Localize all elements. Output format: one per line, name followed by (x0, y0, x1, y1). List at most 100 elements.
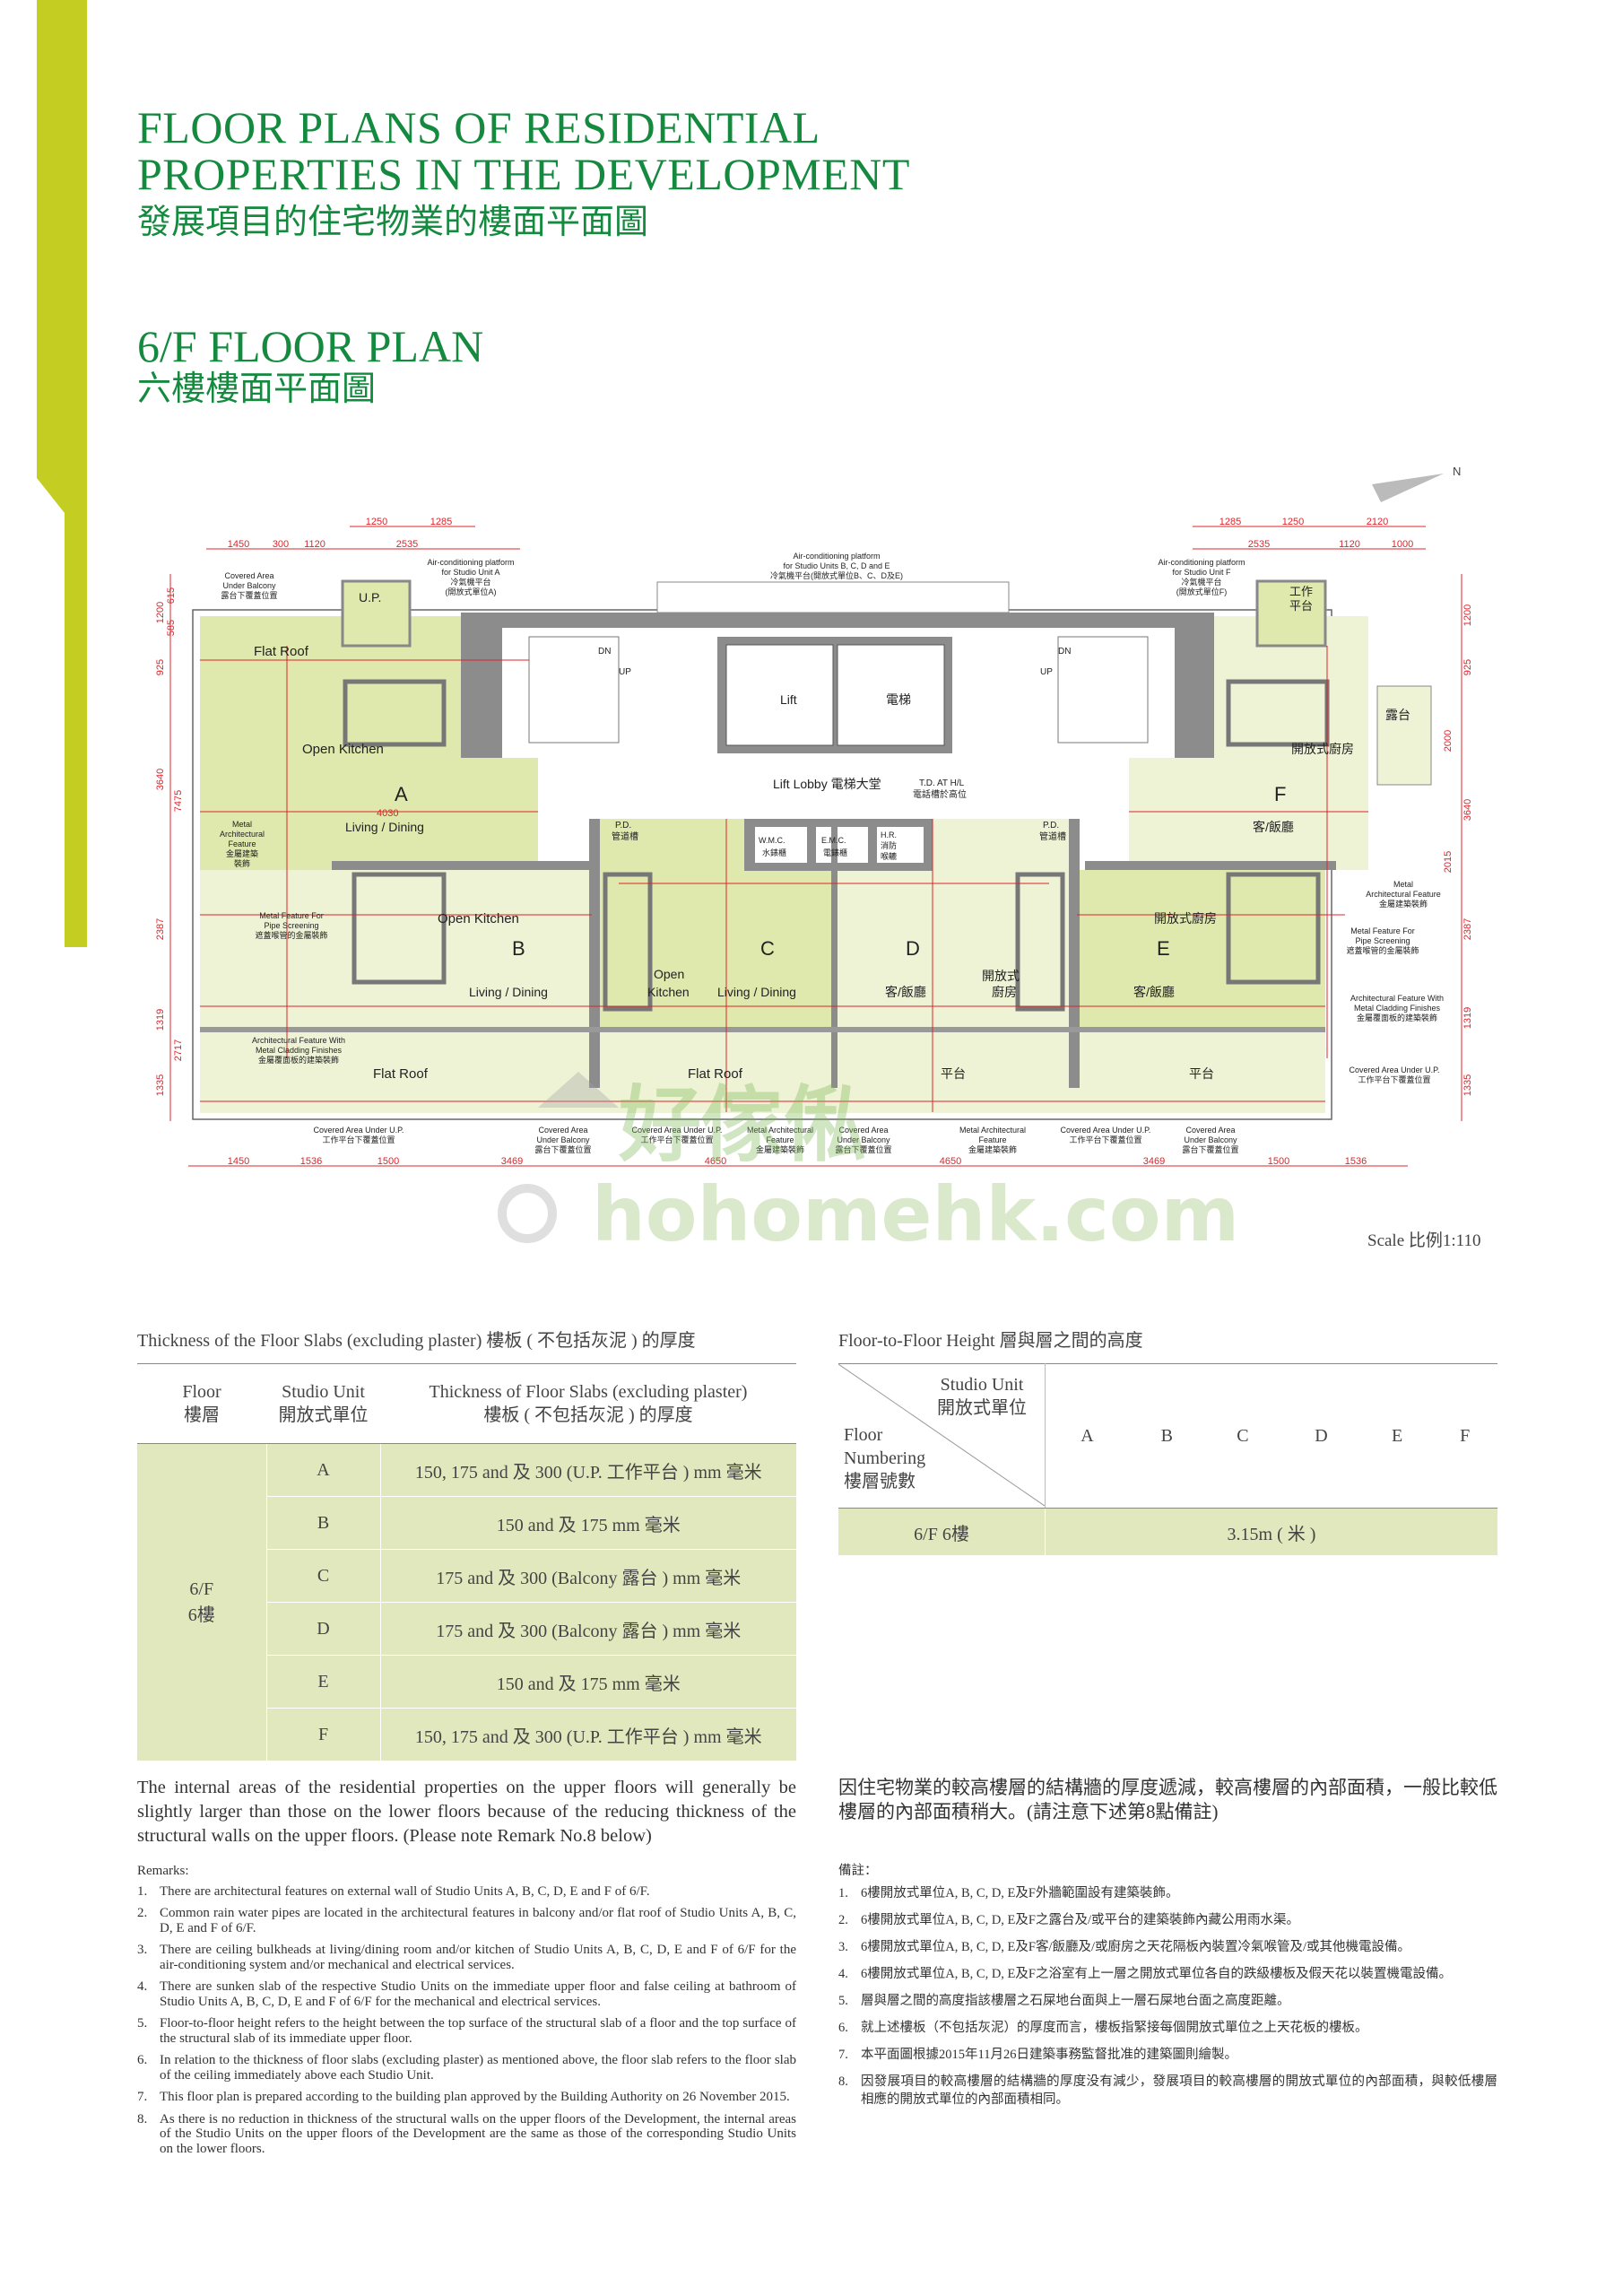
room-label: P.D. (1043, 821, 1059, 831)
remark-number: 8. (137, 2111, 148, 2126)
unit-header: C (1204, 1363, 1281, 1509)
dimension-label: 1536 (1345, 1156, 1367, 1167)
remark-item: 2.6樓開放式單位A, B, C, D, E及F之露台及/或平台的建築裝飾內藏公… (838, 1911, 1497, 1929)
room-label: 客/飯廳 (1133, 985, 1175, 999)
remarks-title-zh: 備註： (838, 1864, 878, 1878)
dimension-label: 4650 (940, 1156, 961, 1167)
remark-item: 7.This floor plan is prepared according … (137, 2090, 796, 2105)
north-arrow-icon (1372, 474, 1444, 502)
plan-annotation: Under Balcony (837, 1135, 890, 1144)
scale-label: Scale 比例1:110 (1367, 1231, 1481, 1250)
dimension-label: 2535 (1248, 539, 1270, 550)
bathroom-c (603, 872, 653, 1012)
remark-item: 3.6樓開放式單位A, B, C, D, E及F客/飯廳及/或廚房之天花隔板內裝… (838, 1938, 1497, 1956)
plan-annotation: for Studio Unit A (441, 568, 499, 577)
room-label: 消防 (881, 840, 897, 850)
plan-annotation: Architectural (220, 830, 265, 839)
plan-annotation: 露台下覆蓋位置 (835, 1144, 891, 1154)
plan-annotation: 遮蓋喉管的金屬裝飾 (255, 930, 327, 940)
room-label: 開放式廚房 (1154, 911, 1217, 926)
remark-text: There are architectural features on exte… (160, 1883, 650, 1899)
remark-item: 5.層與層之間的高度指該樓層之石屎地台面與上一層石屎地台面之高度距離。 (838, 1992, 1497, 2010)
diagonal-divider (838, 1364, 1045, 1506)
balcony-f (1376, 685, 1432, 786)
thickness-cell: 150 and 及 175 mm 毫米 (380, 1496, 796, 1550)
height-table-caption: Floor-to-Floor Height 層與層之間的高度 (838, 1331, 1143, 1351)
unit-cell: A (266, 1443, 381, 1497)
remark-number: 3. (838, 1939, 848, 1954)
watermark-house-icon (538, 1072, 619, 1108)
dimension-label: 1200 (155, 602, 166, 623)
plan-annotation: 金屬覆面板的建築裝飾 (1357, 1013, 1437, 1022)
plan-annotation: Covered Area (1185, 1126, 1235, 1135)
room-label: Flat Roof (688, 1066, 743, 1082)
utility-platform-f (1255, 579, 1327, 648)
remark-number: 1. (838, 1885, 848, 1900)
room-label: E (1157, 937, 1170, 960)
room-label: Open Kitchen (302, 742, 384, 757)
header-floor-en: Floor (182, 1382, 221, 1402)
wall-e-f (1085, 861, 1336, 870)
remark-item: 8.因發展項目的較高樓層的結構牆的厚度没有減少，發展項目的較高樓層的開放式單位的… (838, 2073, 1497, 2109)
north-label: N (1453, 466, 1461, 478)
dimension-label: 2120 (1367, 517, 1388, 527)
plan-annotation: Architectural Feature With (1350, 994, 1444, 1003)
remark-number: 8. (838, 2074, 848, 2089)
header-thickness-en: Thickness of Floor Slabs (excluding plas… (429, 1382, 748, 1402)
room-label: 平台 (1289, 599, 1313, 613)
remark-text: Common rain water pipes are located in t… (160, 1906, 796, 1935)
unit-header: D (1280, 1363, 1362, 1509)
remarks-title: Remarks: (137, 1864, 189, 1878)
remark-item: 3.There are ceiling bulkheads at living/… (137, 1943, 796, 1972)
plan-annotation: 露台下覆蓋位置 (1182, 1144, 1238, 1154)
room-label: 客/飯廳 (1253, 820, 1294, 834)
dimension-label: 925 (1462, 659, 1473, 675)
dimension-label: 1285 (430, 517, 452, 527)
plan-annotation: Feature (228, 839, 256, 848)
remark-number: 4. (137, 1979, 148, 1994)
room-label: 管道槽 (1039, 831, 1066, 842)
room-label: Lift (780, 692, 797, 707)
room-label: 水錶櫃 (762, 848, 786, 857)
plan-annotation: 金屬覆面板的建築裝飾 (258, 1055, 339, 1065)
header-unit-zh: 開放式單位 (278, 1405, 369, 1425)
plan-annotation: Metal Cladding Finishes (256, 1046, 343, 1055)
hr-room (877, 827, 924, 863)
thickness-cell: 150, 175 and 及 300 (U.P. 工作平台 ) mm 毫米 (380, 1708, 796, 1761)
lift-1 (725, 644, 834, 746)
room-label: 平台 (941, 1066, 966, 1081)
unit-cell: C (266, 1549, 381, 1603)
remark-text: This floor plan is prepared according to… (160, 2090, 790, 2104)
thickness-cell: 150, 175 and 及 300 (U.P. 工作平台 ) mm 毫米 (380, 1443, 796, 1497)
remark-number: 2. (137, 1906, 148, 1920)
plan-annotation: 冷氣機平台(開放式單位B、C、D及E) (770, 570, 903, 580)
plan-annotation: 金屬建築裝飾 (756, 1144, 804, 1154)
dimension-label: 1319 (1462, 1007, 1473, 1029)
room-label: 露台 (1385, 708, 1410, 722)
dimension-label: 1120 (1339, 539, 1360, 550)
room-label: C (760, 937, 775, 960)
wall-c-d (831, 819, 838, 1088)
bathroom-d (1015, 872, 1065, 1012)
unit-header: F (1432, 1363, 1497, 1509)
plan-annotation: 冷氣機平台 (1181, 577, 1221, 587)
room-label: Living / Dining (345, 820, 424, 834)
dimension-label: 2535 (396, 539, 418, 550)
room-label: Living / Dining (717, 985, 796, 999)
plan-annotation: 露台下覆蓋位置 (221, 590, 277, 600)
remark-item: 1.There are architectural features on ex… (137, 1884, 796, 1900)
remark-item: 8.As there is no reduction in thickness … (137, 2112, 796, 2157)
room-label: D (906, 937, 920, 960)
plan-annotation: Metal Cladding Finishes (1354, 1004, 1441, 1013)
dimension-label: 2717 (173, 1039, 184, 1061)
room-label: UP (1040, 667, 1053, 677)
emc-room (816, 827, 868, 863)
wall-b-c (589, 819, 600, 1088)
remark-item: 6.In relation to the thickness of floor … (137, 2053, 796, 2083)
